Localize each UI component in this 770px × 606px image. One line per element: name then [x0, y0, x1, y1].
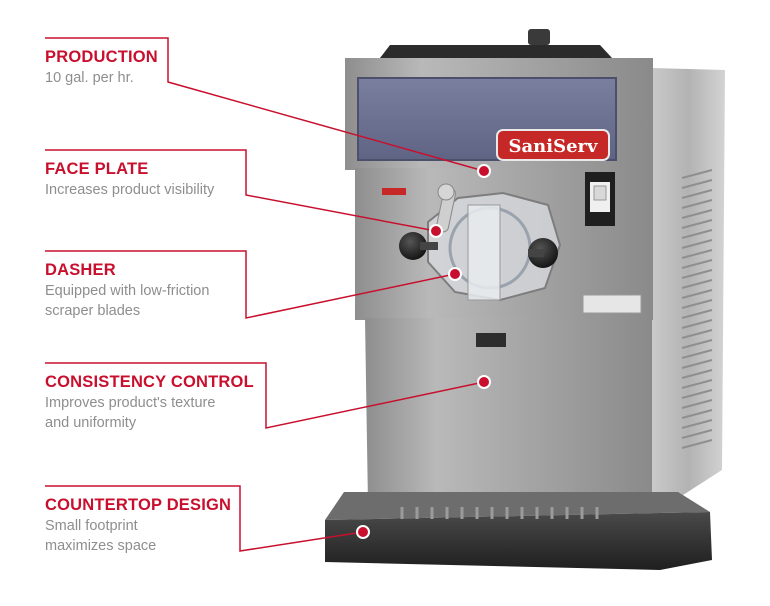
- callout-description-line-2: and uniformity: [45, 415, 137, 431]
- callout-dasher: DASHER Equipped with low-friction scrape…: [45, 260, 285, 321]
- machine-top-cap: [380, 45, 612, 58]
- power-switch: [585, 172, 615, 226]
- machine-lower-body: [365, 318, 652, 505]
- callout-title: COUNTERTOP DESIGN: [45, 496, 232, 514]
- machine-side-panel: [652, 68, 725, 515]
- leader-lines: [45, 37, 485, 552]
- leader-line-dasher: [45, 250, 456, 319]
- left-knob-stem: [420, 242, 438, 250]
- callout-title: PRODUCTION: [45, 48, 158, 66]
- callout-production: PRODUCTION 10 gal. per hr.: [45, 47, 285, 88]
- callout-description-line-1: Equipped with low-friction: [45, 283, 210, 299]
- marker-dot-consistency: [477, 375, 491, 389]
- callout-title: DASHER: [45, 261, 116, 279]
- callout-title: CONSISTENCY CONTROL: [45, 373, 254, 391]
- spout-opening: [476, 333, 506, 347]
- marker-dot-countertop: [356, 525, 370, 539]
- callout-description-line-1: Improves product's texture: [45, 395, 216, 411]
- leader-line-consistency: [45, 362, 485, 429]
- callout-description: Increases product visibility: [45, 182, 215, 198]
- leader-line-countertop: [45, 485, 364, 552]
- warning-label: [582, 294, 642, 314]
- marker-dot-dasher: [448, 267, 462, 281]
- callout-description-line-2: scraper blades: [45, 303, 141, 319]
- callout-description-line-2: maximizes space: [45, 538, 157, 554]
- left-knob: [399, 232, 427, 260]
- saniserv-logo: SaniServ: [496, 129, 610, 161]
- callout-title: FACE PLATE: [45, 160, 149, 178]
- callout-description-line-1: Small footprint: [45, 518, 138, 534]
- callout-consistency-control: CONSISTENCY CONTROL Improves product's t…: [45, 372, 285, 433]
- svg-text:SaniServ: SaniServ: [509, 136, 599, 157]
- marker-dot-production: [477, 164, 491, 178]
- callout-countertop-design: COUNTERTOP DESIGN Small footprint maximi…: [45, 495, 285, 556]
- marker-dot-face-plate: [429, 224, 443, 238]
- side-vents: [681, 169, 713, 449]
- drip-tray: [325, 492, 712, 570]
- machine-top-knob: [528, 29, 550, 45]
- leader-line-production: [45, 37, 485, 172]
- indicator-light: [382, 188, 406, 195]
- leader-line-face-plate: [45, 149, 437, 232]
- callout-face-plate: FACE PLATE Increases product visibility: [45, 159, 285, 200]
- right-knob-stem: [528, 249, 544, 257]
- callout-description: 10 gal. per hr.: [45, 70, 134, 86]
- marker-dots: [356, 164, 491, 539]
